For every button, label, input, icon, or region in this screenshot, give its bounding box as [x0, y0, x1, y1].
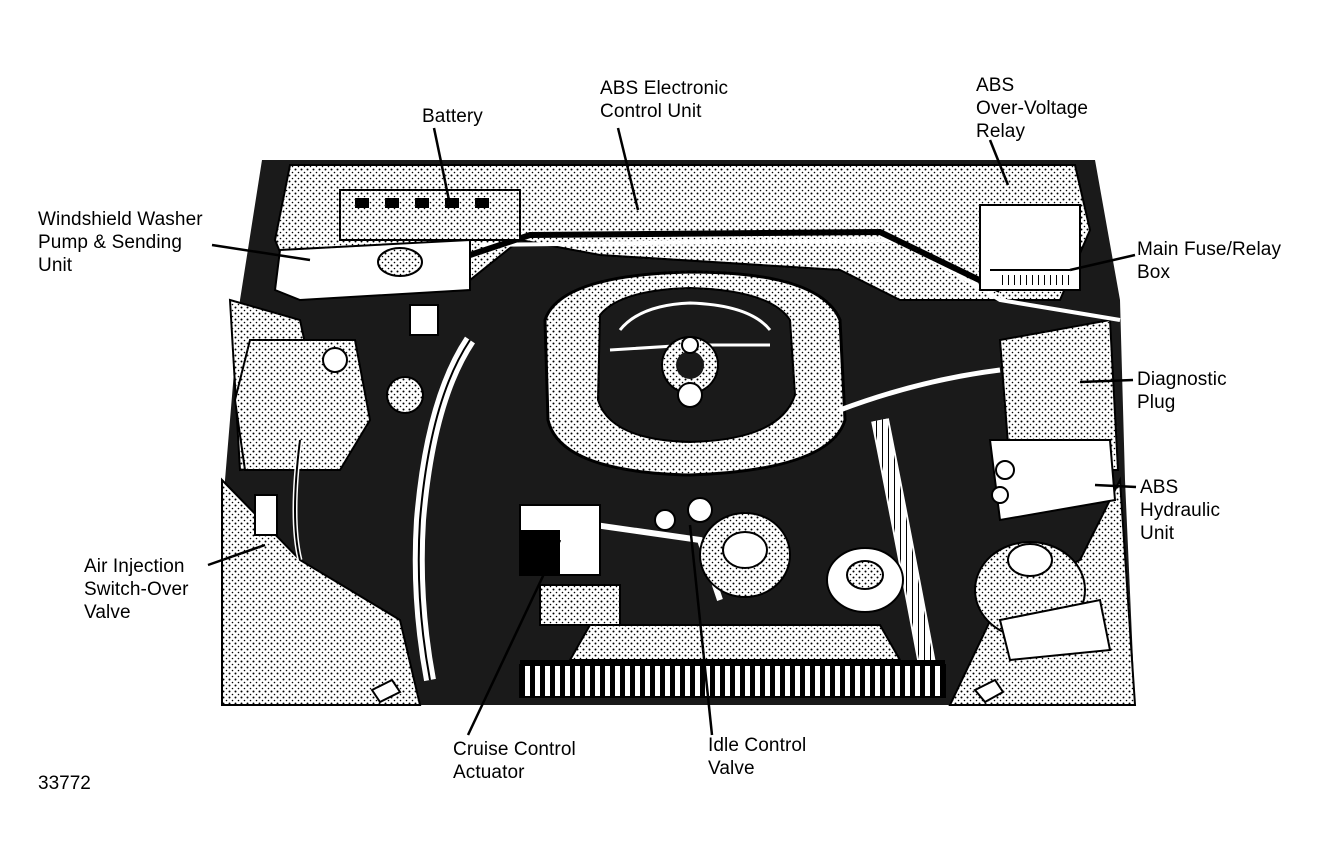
label-idle-line-2: Valve	[708, 758, 755, 779]
figure-number: 33772	[38, 773, 91, 794]
idle-control-valve	[654, 497, 904, 613]
label-cruise-line-2: Actuator	[453, 762, 525, 783]
label-abs-over-voltage-relay: ABS Over-Voltage Relay	[976, 74, 1088, 143]
label-abs-relay-line-1: ABS	[976, 75, 1015, 96]
label-air-injection-line-3: Valve	[84, 602, 131, 623]
label-idle-control-valve: Idle Control Valve	[708, 734, 806, 780]
label-abs-relay-line-3: Relay	[976, 121, 1026, 142]
left-components	[233, 304, 439, 561]
label-main-fuse-relay-box: Main Fuse/Relay Box	[1137, 238, 1281, 284]
label-abs-hydraulic-unit: ABS Hydraulic Unit	[1140, 476, 1220, 545]
label-abs-ecu-line-2: Control Unit	[600, 101, 702, 122]
fuse-relay-box	[979, 204, 1081, 291]
label-fuse-line-2: Box	[1137, 262, 1171, 283]
battery	[339, 189, 521, 241]
label-cruise-line-1: Cruise Control	[453, 739, 576, 760]
label-cruise-control-actuator: Cruise Control Actuator	[453, 738, 576, 784]
abs-hydraulic-unit	[974, 439, 1117, 662]
label-diagnostic-line-1: Diagnostic	[1137, 369, 1227, 390]
label-abs-electronic-control-unit: ABS Electronic Control Unit	[600, 77, 728, 123]
label-abs-hydraulic-line-3: Unit	[1140, 523, 1175, 544]
label-air-injection-line-1: Air Injection	[84, 556, 185, 577]
leader-lines	[207, 127, 1137, 736]
radiator-grille	[519, 624, 946, 698]
air-cleaner	[543, 270, 847, 477]
label-abs-ecu-line-1: ABS Electronic	[600, 78, 729, 99]
label-diagnostic-line-2: Plug	[1137, 392, 1176, 413]
label-abs-hydraulic-line-2: Hydraulic	[1140, 500, 1221, 521]
label-idle-line-1: Idle Control	[708, 735, 807, 756]
label-washer-line-2: Pump & Sending	[38, 232, 182, 253]
washer-reservoir	[273, 238, 471, 302]
label-abs-relay-line-2: Over-Voltage	[976, 98, 1089, 119]
hoses	[412, 336, 1001, 682]
label-washer-line-3: Unit	[38, 255, 73, 276]
label-air-injection-valve: Air Injection Switch-Over Valve	[84, 555, 189, 624]
label-battery: Battery	[422, 105, 483, 128]
label-battery-line-1: Battery	[422, 106, 483, 127]
label-abs-hydraulic-line-1: ABS	[1140, 477, 1179, 498]
label-washer-line-1: Windshield Washer	[38, 209, 203, 230]
label-diagnostic-plug: Diagnostic Plug	[1137, 368, 1227, 414]
label-windshield-washer-pump: Windshield Washer Pump & Sending Unit	[38, 208, 203, 277]
label-air-injection-line-2: Switch-Over	[84, 579, 189, 600]
label-fuse-line-1: Main Fuse/Relay	[1137, 239, 1282, 260]
hood-latches	[370, 678, 1005, 704]
